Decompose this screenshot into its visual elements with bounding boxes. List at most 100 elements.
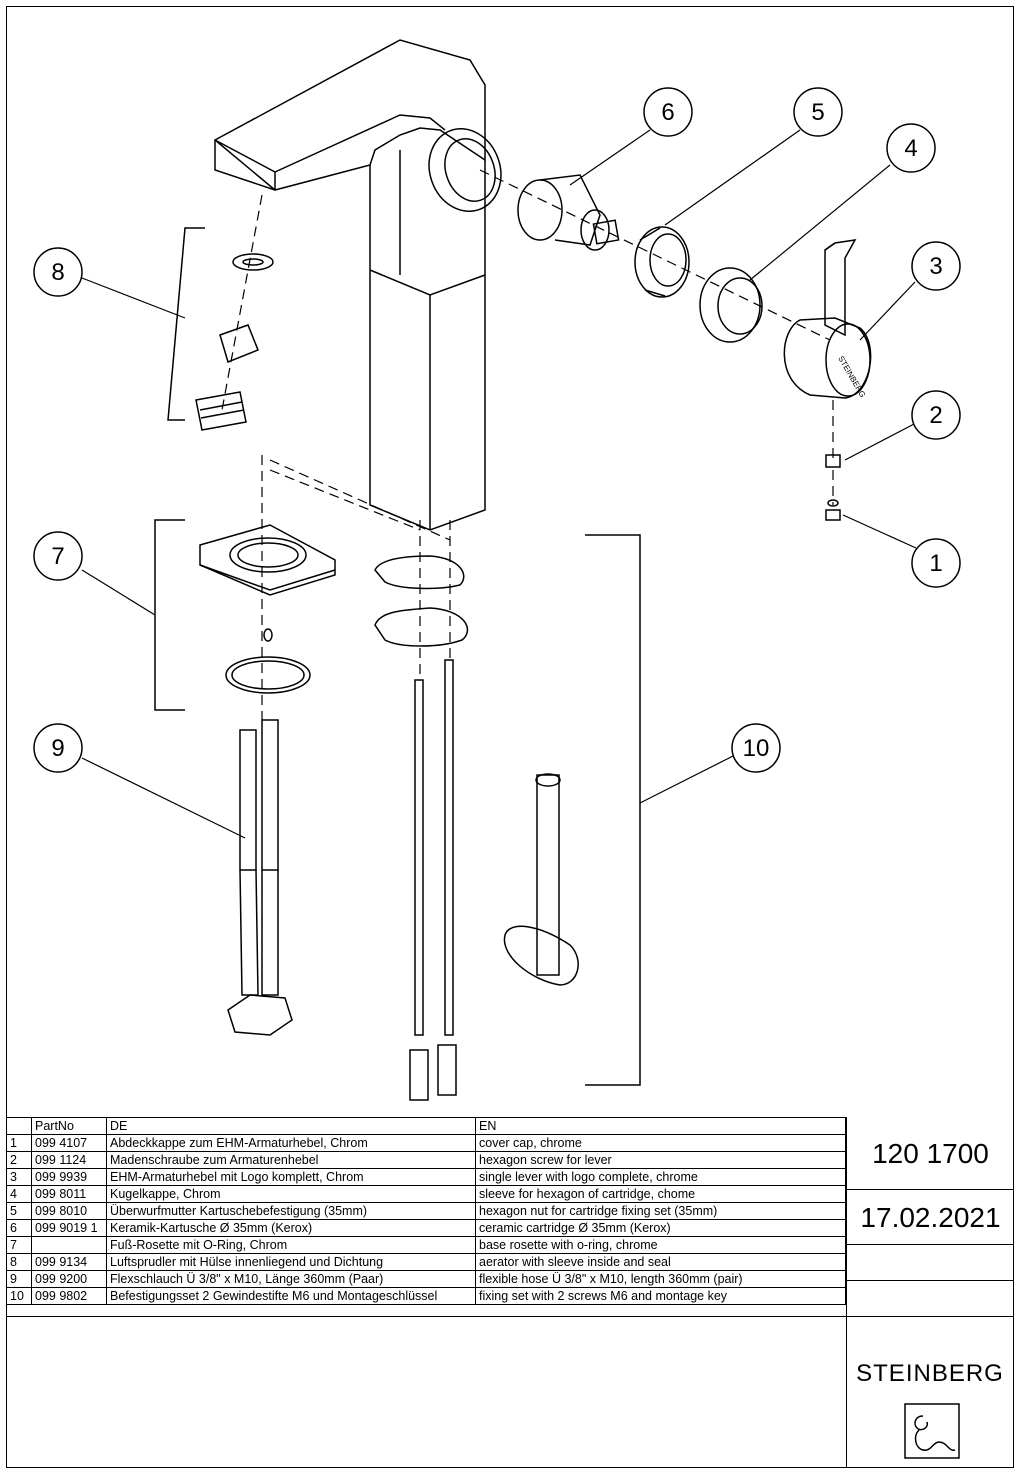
faucet-spout (213, 39, 486, 191)
svg-text:1: 1 (929, 550, 942, 577)
part-5-hexagon-nut (634, 226, 690, 298)
exploded-view-drawing: STEINBERG (33, 39, 961, 1101)
table-cell: 099 9134 (31, 1253, 107, 1271)
table-header-row: PartNo DE EN (6, 1117, 846, 1135)
table-cell: 7 (6, 1236, 32, 1254)
svg-text:3: 3 (929, 253, 942, 280)
callout-6: 6 (643, 87, 693, 137)
svg-text:8: 8 (51, 259, 64, 286)
table-cell: fixing set with 2 screws M6 and montage … (475, 1287, 846, 1305)
table-cell: Abdeckkappe zum EHM-Armaturhebel, Chrom (106, 1134, 476, 1152)
callout-9: 9 (33, 723, 83, 773)
part-4-sleeve (699, 267, 763, 343)
part-6-ceramic-cartridge (517, 174, 620, 251)
callout-10: 10 (731, 723, 781, 773)
table-cell: 099 9939 (31, 1168, 107, 1186)
table-cell: Befestigungsset 2 Gewindestifte M6 und M… (106, 1287, 476, 1305)
table-cell: flexible hose Ü 3/8" x M10, length 360mm… (475, 1270, 846, 1288)
part-10-fixing-set (374, 555, 579, 1101)
table-cell: 3 (6, 1168, 32, 1186)
callout-8: 8 (33, 247, 83, 297)
drawing-date: 17.02.2021 (847, 1190, 1014, 1245)
cartridge-housing (428, 128, 502, 212)
table-cell: 2 (6, 1151, 32, 1169)
callout-2: 2 (911, 390, 961, 440)
brand-name: STEINBERG (856, 1360, 1004, 1387)
table-cell: 6 (6, 1219, 32, 1237)
table-cell: 9 (6, 1270, 32, 1288)
table-bottom-divider (6, 1316, 846, 1317)
table-cell: Überwurfmutter Kartuschebefestigung (35m… (106, 1202, 476, 1220)
table-cell: 5 (6, 1202, 32, 1220)
table-cell (31, 1236, 107, 1254)
table-cell: hexagon screw for lever (475, 1151, 846, 1169)
title-block-blank (847, 1245, 1014, 1281)
table-cell: Luftsprudler mit Hülse innenliegend und … (106, 1253, 476, 1271)
table-cell: 1 (6, 1134, 32, 1152)
part-1-cover-cap (825, 499, 841, 521)
callout-7: 7 (33, 531, 83, 581)
title-block-blank (847, 1281, 1014, 1317)
svg-text:4: 4 (904, 135, 917, 162)
table-cell: sleeve for hexagon of cartridge, chome (475, 1185, 846, 1203)
table-cell: 099 8010 (31, 1202, 107, 1220)
table-cell: Madenschraube zum Armaturenhebel (106, 1151, 476, 1169)
part-3-single-lever: STEINBERG (783, 239, 872, 400)
svg-text:5: 5 (811, 99, 824, 126)
table-cell: 099 9200 (31, 1270, 107, 1288)
article-number: 120 1700 (847, 1117, 1014, 1190)
header-cell: PartNo (31, 1117, 107, 1135)
leader-lines (81, 129, 919, 839)
table-cell: Keramik-Kartusche Ø 35mm (Kerox) (106, 1219, 476, 1237)
table-cell: 099 4107 (31, 1134, 107, 1152)
svg-text:6: 6 (661, 99, 674, 126)
callout-1: 1 (911, 538, 961, 588)
svg-text:10: 10 (743, 735, 770, 762)
header-cell (6, 1117, 32, 1135)
title-block: 120 1700 17.02.2021 (846, 1117, 1014, 1468)
assembly-axes (221, 169, 834, 720)
table-cell: Kugelkappe, Chrom (106, 1185, 476, 1203)
svg-text:7: 7 (51, 543, 64, 570)
table-cell: 099 8011 (31, 1185, 107, 1203)
part-9-flexible-hoses (227, 719, 293, 1036)
group-brackets (154, 227, 641, 1086)
table-cell: hexagon nut for cartridge fixing set (35… (475, 1202, 846, 1220)
table-cell: cover cap, chrome (475, 1134, 846, 1152)
faucet-body (369, 150, 486, 531)
table-cell: 099 9019 1 (31, 1219, 107, 1237)
table-cell: aerator with sleeve inside and seal (475, 1253, 846, 1271)
table-cell: Flexschlauch Ü 3/8" x M10, Länge 360mm (… (106, 1270, 476, 1288)
table-cell: 099 1124 (31, 1151, 107, 1169)
header-cell: DE (106, 1117, 476, 1135)
table-cell: Fuß-Rosette mit O-Ring, Chrom (106, 1236, 476, 1254)
svg-text:9: 9 (51, 735, 64, 762)
drawing-frame (6, 6, 1014, 1468)
table-cell: base rosette with o-ring, chrome (475, 1236, 846, 1254)
svg-text:2: 2 (929, 402, 942, 429)
callouts: 6 5 4 3 2 1 8 7 9 10 (33, 87, 961, 773)
part-8-aerator (195, 253, 274, 431)
handle-logo-text: STEINBERG (836, 355, 867, 400)
table-cell: single lever with logo complete, chrome (475, 1168, 846, 1186)
brand-logo-icon (904, 1403, 960, 1459)
callout-4: 4 (886, 123, 936, 173)
table-cell: 10 (6, 1287, 32, 1305)
part-2-hexagon-screw (825, 454, 841, 468)
table-cell: EHM-Armaturhebel mit Logo komplett, Chro… (106, 1168, 476, 1186)
table-cell: 099 9802 (31, 1287, 107, 1305)
table-cell: 8 (6, 1253, 32, 1271)
part-7-base-rosette (199, 524, 336, 694)
table-cell: 4 (6, 1185, 32, 1203)
